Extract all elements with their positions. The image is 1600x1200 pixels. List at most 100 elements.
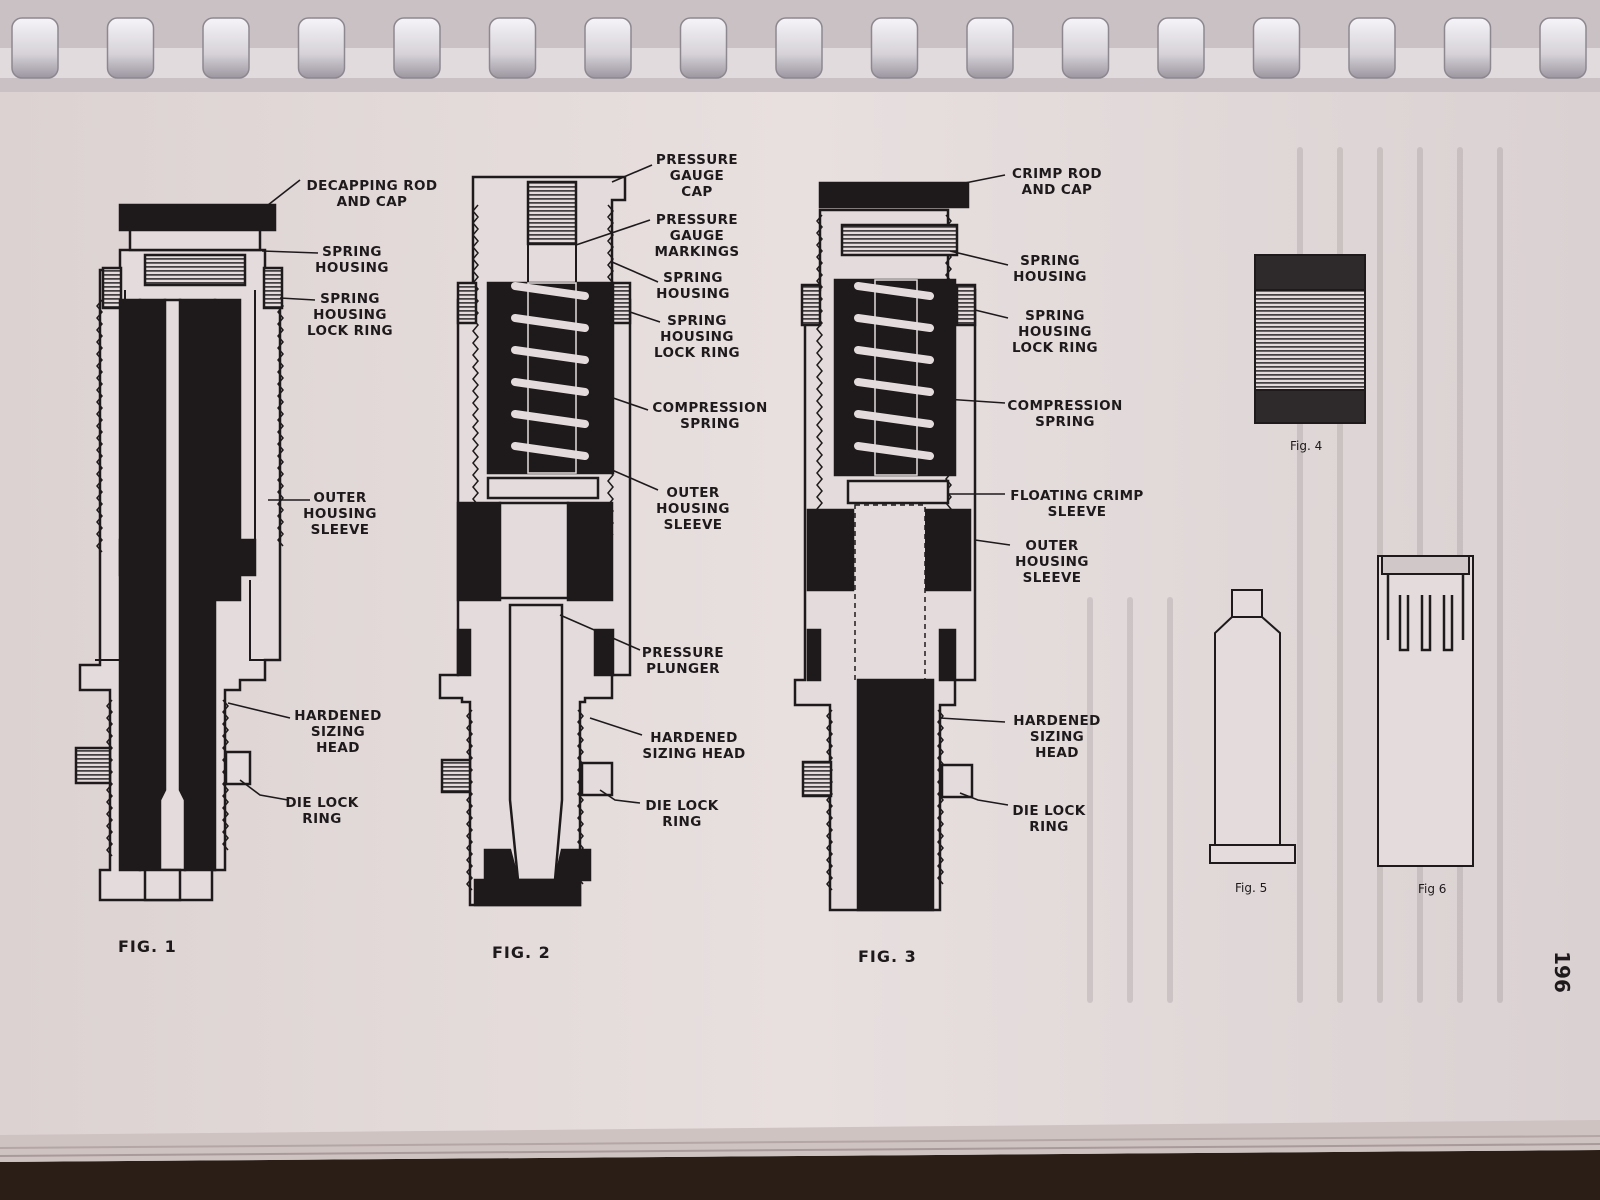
fig1-label-2-line-1: HOUSING bbox=[313, 307, 387, 323]
fig2-spring bbox=[511, 282, 589, 460]
fig3-label-2-line-2: LOCK RING bbox=[1012, 340, 1098, 356]
binding-ring bbox=[966, 17, 1014, 79]
figure-6-part bbox=[1377, 555, 1474, 867]
fig3-label-5-line-2: SLEEVE bbox=[1023, 570, 1082, 586]
fig2-label-0-line-2: CAP bbox=[681, 184, 712, 200]
binding-ring bbox=[1348, 17, 1396, 79]
fig2-label-7-line-1: SIZING HEAD bbox=[642, 746, 745, 762]
fig2-label-4-line-0: COMPRESSION bbox=[652, 400, 767, 416]
binding-ring bbox=[679, 17, 728, 79]
fig2-label-2-line-1: HOUSING bbox=[656, 286, 730, 302]
binding-ring bbox=[775, 17, 823, 79]
figure-4-part bbox=[1254, 254, 1366, 424]
fig3-label-7-line-1: RING bbox=[1029, 819, 1068, 835]
fig2-label-5-line-1: HOUSING bbox=[656, 501, 730, 517]
binding-ring bbox=[106, 17, 155, 79]
fig3-label-1-line-1: HOUSING bbox=[1013, 269, 1087, 285]
fig2-label-1-line-2: MARKINGS bbox=[654, 244, 739, 260]
fig3-label-6-line-1: SIZING bbox=[1030, 729, 1084, 745]
binding-ring bbox=[1539, 17, 1587, 79]
page-paper bbox=[0, 30, 1600, 1162]
figure-2-die bbox=[438, 175, 632, 907]
fig3-label-3-line-0: COMPRESSION bbox=[1007, 398, 1122, 414]
binding-ring bbox=[202, 17, 250, 79]
fig1-label-0-line-1: AND CAP bbox=[337, 194, 408, 210]
fig3-label-6-line-2: HEAD bbox=[1035, 745, 1079, 761]
fig3-label-6-line-0: HARDENED bbox=[1013, 713, 1101, 729]
fig2-label-6-line-0: PRESSURE bbox=[642, 645, 724, 661]
fig3-label-5-line-0: OUTER bbox=[1025, 538, 1078, 554]
figure-1-die bbox=[74, 203, 284, 902]
fig2-label-8-line-0: DIE LOCK bbox=[645, 798, 718, 814]
fig6-caption: Fig 6 bbox=[1418, 882, 1446, 896]
fig3-spring bbox=[854, 282, 934, 460]
fig1-label-5-line-1: RING bbox=[302, 811, 341, 827]
fig3-label-3-line-1: SPRING bbox=[1035, 414, 1095, 430]
fig1-label-1-line-1: HOUSING bbox=[315, 260, 389, 276]
fig2-label-7-line-0: HARDENED bbox=[650, 730, 738, 746]
fig2-label-8-line-1: RING bbox=[662, 814, 701, 830]
fig2-label-2-line-0: SPRING bbox=[663, 270, 723, 286]
fig1-label-2-line-0: SPRING bbox=[320, 291, 380, 307]
fig2-label-3-line-0: SPRING bbox=[667, 313, 727, 329]
fig2-caption: FIG. 2 bbox=[492, 943, 551, 962]
fig3-label-5-line-1: HOUSING bbox=[1015, 554, 1089, 570]
fig2-label-5-line-0: OUTER bbox=[666, 485, 719, 501]
fig1-label-3-line-0: OUTER bbox=[313, 490, 366, 506]
binding-ring bbox=[297, 17, 346, 79]
fig3-label-7-line-0: DIE LOCK bbox=[1012, 803, 1085, 819]
figure-3-die bbox=[793, 181, 977, 912]
fig3-label-0-line-1: AND CAP bbox=[1022, 182, 1093, 198]
binding-ring bbox=[11, 17, 59, 79]
binding-ring bbox=[584, 17, 632, 79]
fig2-label-1-line-0: PRESSURE bbox=[656, 212, 738, 228]
binding-ring bbox=[1061, 17, 1110, 79]
figure-5-part bbox=[1209, 589, 1296, 864]
spiral-binding bbox=[11, 17, 1587, 79]
fig2-label-3-line-2: LOCK RING bbox=[654, 345, 740, 361]
fig2-label-3-line-1: HOUSING bbox=[660, 329, 734, 345]
binding-ring bbox=[1157, 17, 1205, 79]
fig1-label-3-line-1: HOUSING bbox=[303, 506, 377, 522]
fig1-label-1-line-0: SPRING bbox=[322, 244, 382, 260]
leader-lines bbox=[227, 164, 1011, 806]
fig4-caption: Fig. 4 bbox=[1290, 439, 1322, 453]
fig1-caption: FIG. 1 bbox=[118, 937, 177, 956]
fig2-label-6-line-1: PLUNGER bbox=[646, 661, 720, 677]
fig3-label-1-line-0: SPRING bbox=[1020, 253, 1080, 269]
fig2-label-5-line-2: SLEEVE bbox=[664, 517, 723, 533]
fig2-label-1-line-1: GAUGE bbox=[670, 228, 724, 244]
binding-ring bbox=[1443, 17, 1492, 79]
binding-ring bbox=[870, 17, 919, 79]
fig1-label-2-line-2: LOCK RING bbox=[307, 323, 393, 339]
fig3-label-0-line-0: CRIMP ROD bbox=[1012, 166, 1102, 182]
fig1-label-0-line-0: DECAPPING ROD bbox=[307, 178, 438, 194]
fig3-label-4-line-0: FLOATING CRIMP bbox=[1010, 488, 1143, 504]
binding-ring bbox=[393, 17, 441, 79]
